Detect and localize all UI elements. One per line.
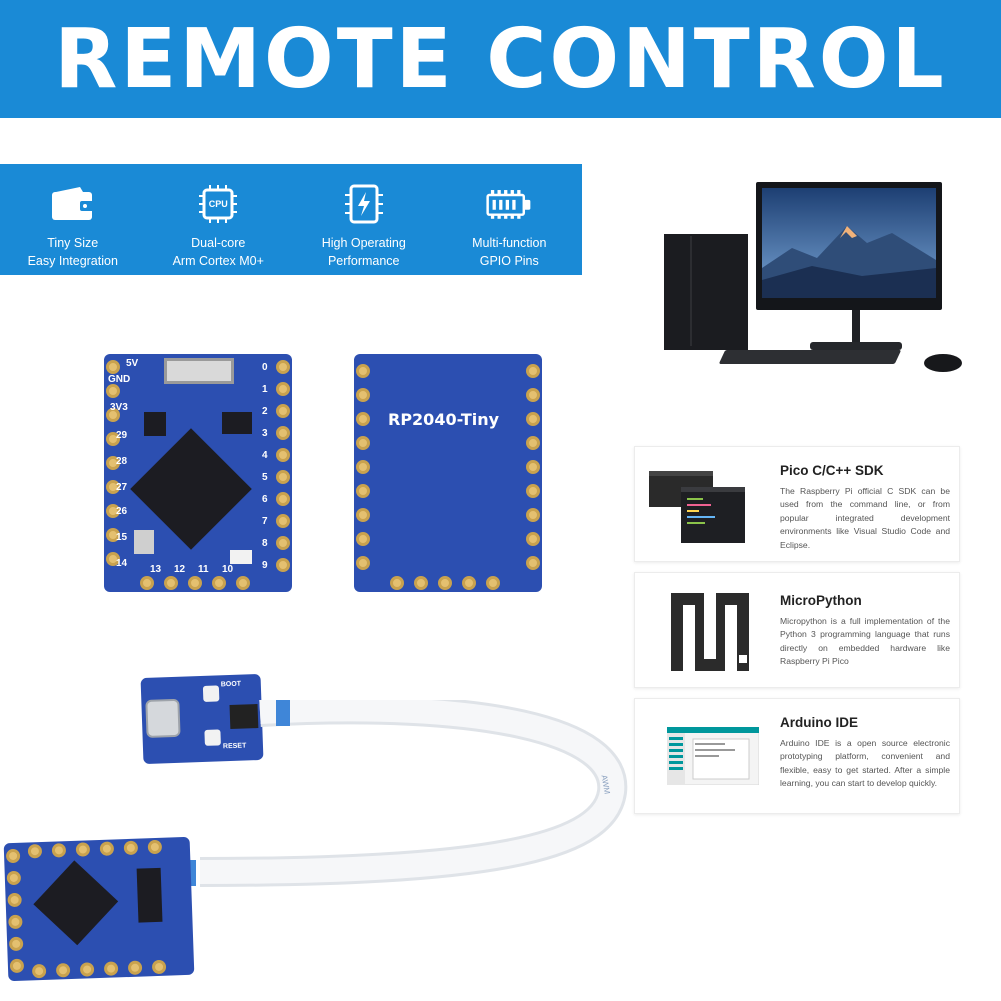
pin-label: 26 [116,506,128,517]
pin-label: 7 [262,516,268,527]
regulator-chip [144,412,166,436]
flash-chip [222,412,252,434]
pin-label: 29 [116,430,128,441]
flat-cable [180,700,628,887]
cpu-icon: CPU [195,184,241,224]
assembled-fpc-connector [136,867,163,923]
pin-label: 3V3 [110,402,128,413]
card-pico-sdk: Pico C/C++ SDK The Raspberry Pi official… [634,446,960,562]
feature-line1: Multi-function [472,236,547,250]
pin-label: GND [108,374,131,385]
pin-label: 12 [174,564,186,575]
fpc-connector [164,358,234,384]
banner-title: REMOTE CONTROL [54,12,947,107]
card-title: Pico C/C++ SDK [780,463,884,478]
card-desc: The Raspberry Pi official C SDK can be u… [780,486,950,550]
card-desc: Arduino IDE is a open source electronic … [780,738,950,789]
monitor [756,182,942,310]
pin-label: 1 [262,384,268,395]
pin-label: 5V [126,358,139,369]
card-title: Arduino IDE [780,715,858,730]
keyboard [718,350,902,364]
led [230,550,252,564]
pc-tower [664,234,748,350]
gpio-pins-icon [486,184,532,224]
feature-line1: High Operating [321,236,406,250]
feature-line2: Arm Cortex M0+ [172,254,264,268]
feature-performance: High Operating Performance [291,164,437,275]
feature-line1: Tiny Size [47,236,99,250]
feature-gpio: Multi-function GPIO Pins [437,164,583,275]
mouse [924,354,962,372]
monitor-screen [762,188,936,298]
cpu-chip-text: CPU [208,199,228,209]
terminal-icon [649,469,745,550]
feature-line1: Dual-core [191,236,246,250]
pin-label: 2 [262,406,268,417]
pin-label: 14 [116,558,128,569]
pin-label: 15 [116,532,128,543]
pin-label: 28 [116,456,128,467]
pin-label: 11 [198,564,209,575]
header-banner: REMOTE CONTROL [0,0,1001,118]
crystal [134,530,154,554]
card-micropython: MicroPython Micropython is a full implem… [634,572,960,688]
arduino-ide-screenshot-icon [666,726,760,790]
board-front: 5V GND 3V3 29 28 27 26 15 14 0 1 2 3 4 5… [104,354,292,592]
pin-label: 10 [222,564,234,575]
feature-line2: Easy Integration [27,254,118,268]
pin-label: 27 [116,482,128,493]
pin-label: 0 [262,362,268,373]
card-desc: Micropython is a full implementation of … [780,616,950,667]
assembled-rp2040-chip [33,860,119,946]
feature-strip: Tiny Size Easy Integration CPU Dual-core… [0,164,582,275]
card-arduino: Arduino IDE Arduino IDE is a open source… [634,698,960,814]
wallet-icon [50,184,96,224]
pin-label: 3 [262,428,268,439]
boot-label: BOOT [220,680,242,689]
micropython-logo-icon [671,593,749,676]
pin-label: 5 [262,472,268,483]
board-back-label: RP2040-Tiny [388,410,500,429]
card-title: MicroPython [780,593,862,608]
pin-label: 6 [262,494,268,505]
pin-label: 4 [262,450,268,461]
feature-tiny-size: Tiny Size Easy Integration [0,164,146,275]
pin-label: 8 [262,538,268,549]
pin-label: 13 [150,564,162,575]
feature-dual-core: CPU Dual-core Arm Cortex M0+ [146,164,292,275]
usb-c-port [145,698,181,738]
board-back: RP2040-Tiny [354,354,542,592]
board-assembled [3,836,195,982]
feature-line2: Performance [327,254,400,268]
lightning-icon [341,184,387,224]
feature-line2: GPIO Pins [479,254,539,268]
pin-label: 9 [262,560,268,571]
